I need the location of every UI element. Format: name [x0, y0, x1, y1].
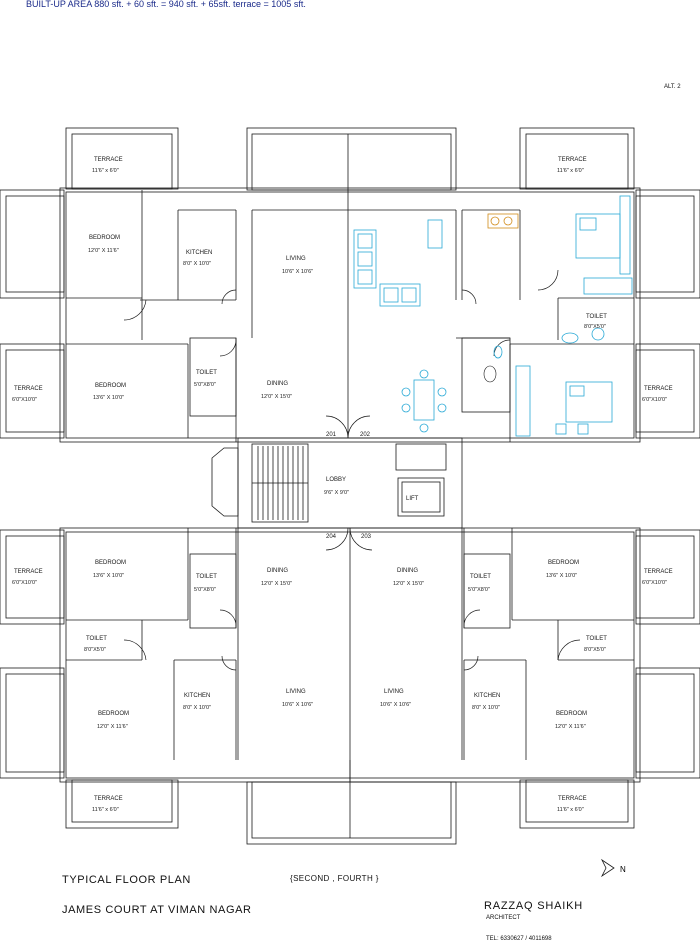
room-label: TERRACE — [644, 386, 673, 392]
project-name: JAMES COURT AT VIMAN NAGAR — [62, 904, 252, 916]
room-dim: 12'0" X 11'6" — [555, 724, 586, 730]
room-dim: 13'6" X 10'0" — [93, 573, 124, 579]
room-dim: 8'0" X 10'0" — [183, 261, 211, 267]
room-label: TOILET — [196, 370, 217, 376]
room-dim: 5'0"X8'0" — [468, 587, 490, 593]
flat-number: 201 — [326, 432, 337, 438]
room-dim: 6'0"X10'0" — [642, 397, 667, 403]
room-label: LOBBY — [326, 477, 346, 483]
room-label: TERRACE — [558, 796, 587, 802]
room-label: DINING — [267, 381, 288, 387]
room-label: TOILET — [586, 314, 607, 320]
room-dim: 11'6" x 6'0" — [557, 807, 584, 813]
room-label: LIFT — [406, 496, 419, 502]
room-label: TERRACE — [14, 386, 43, 392]
room-dim: 8'0"X5'0" — [584, 324, 606, 330]
room-label: BEDROOM — [556, 711, 587, 717]
room-dim: 5'0"X8'0" — [194, 587, 216, 593]
stove — [487, 213, 519, 229]
room-dim: 11'6" x 6'0" — [557, 168, 584, 174]
room-dim: 12'0" X 15'0" — [261, 394, 292, 400]
room-label: DINING — [267, 568, 288, 574]
floors-note: {SECOND , FOURTH } — [290, 874, 379, 883]
room-label: DINING — [397, 568, 418, 574]
room-dim: 12'0" X 15'0" — [393, 581, 424, 587]
architect-role: ARCHITECT — [486, 915, 521, 921]
room-dim: 12'0" X 11'6" — [88, 248, 119, 254]
toilet-fixtures — [483, 365, 497, 383]
built-up-area-note: BUILT-UP AREA 880 sft. + 60 sft. = 940 s… — [26, 0, 306, 9]
architect-name: RAZZAQ SHAIKH — [484, 900, 584, 912]
furniture — [353, 195, 633, 437]
room-label: KITCHEN — [186, 250, 212, 256]
room-dim: 8'0" X 10'0" — [472, 705, 500, 711]
room-label: BEDROOM — [95, 560, 126, 566]
room-dim: 13'6" X 10'0" — [93, 395, 124, 401]
room-label: TOILET — [586, 636, 607, 642]
room-dim: 10'6" X 10'6" — [380, 702, 411, 708]
room-dim: 12'0" X 11'6" — [97, 724, 128, 730]
room-label: TERRACE — [94, 157, 123, 163]
plan-title: TYPICAL FLOOR PLAN — [62, 874, 191, 886]
door-swings — [123, 269, 581, 671]
room-label: TERRACE — [14, 569, 43, 575]
room-label: TERRACE — [644, 569, 673, 575]
room-dim: 11'6" x 6'0" — [92, 807, 119, 813]
room-label: TERRACE — [558, 157, 587, 163]
flat-number: 204 — [326, 534, 337, 540]
room-dim: 8'0" X 10'0" — [183, 705, 211, 711]
room-label: BEDROOM — [95, 383, 126, 389]
room-label: LIVING — [384, 689, 404, 695]
flat-number: 202 — [360, 432, 371, 438]
room-dim: 12'0" X 15'0" — [261, 581, 292, 587]
room-label: LIVING — [286, 256, 306, 262]
room-dim: 10'6" X 10'6" — [282, 269, 313, 275]
stair-treads — [252, 446, 308, 520]
room-dim: 10'6" X 10'6" — [282, 702, 313, 708]
room-label: TERRACE — [94, 796, 123, 802]
alternative-label: ALT. 2 — [664, 84, 681, 90]
room-label: TOILET — [196, 574, 217, 580]
north-arrow-icon: N — [598, 856, 634, 882]
room-dim: 9'6" X 9'0" — [324, 490, 349, 496]
room-label: BEDROOM — [548, 560, 579, 566]
room-label: KITCHEN — [184, 693, 210, 699]
room-dim: 6'0"X10'0" — [12, 397, 37, 403]
room-label: BEDROOM — [89, 235, 120, 241]
room-label: TOILET — [470, 574, 491, 580]
room-dim: 8'0"X5'0" — [584, 647, 606, 653]
telephone: TEL: 6330627 / 4011698 — [486, 936, 552, 942]
room-label: LIVING — [286, 689, 306, 695]
room-label: TOILET — [86, 636, 107, 642]
room-dim: 6'0"X10'0" — [642, 580, 667, 586]
room-dim: 11'6" x 6'0" — [92, 168, 119, 174]
room-label: BEDROOM — [98, 711, 129, 717]
wall-lines — [0, 127, 700, 845]
room-dim: 8'0"X5'0" — [84, 647, 106, 653]
flat-number: 203 — [361, 534, 372, 540]
room-label: KITCHEN — [474, 693, 500, 699]
room-dim: 6'0"X10'0" — [12, 580, 37, 586]
room-dim: 13'6" X 10'0" — [546, 573, 577, 579]
room-dim: 5'0"X8'0" — [194, 382, 216, 388]
north-label: N — [620, 865, 626, 874]
